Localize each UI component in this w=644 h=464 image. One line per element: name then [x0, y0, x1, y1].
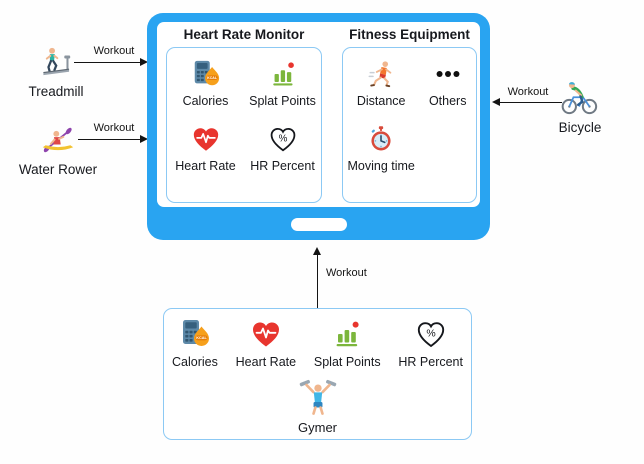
metric-calories: Calories	[172, 318, 218, 369]
gymer-metrics-row: Calories Heart Rate Splat Points HR Perc…	[172, 318, 463, 369]
arrow-head-icon	[492, 98, 500, 106]
metric-label: Distance	[356, 94, 406, 108]
gymer-panel: Calories Heart Rate Splat Points HR Perc…	[163, 308, 472, 440]
metric-label: Heart Rate	[235, 355, 297, 369]
calories-icon	[179, 318, 211, 350]
metric-label: Splat Points	[249, 94, 316, 108]
heart-rate-icon	[191, 124, 221, 154]
metric-heart-rate: Heart Rate	[236, 318, 296, 369]
workout-arrow-bicycle	[492, 97, 562, 109]
arrow-shaft	[497, 102, 562, 103]
metric-distance: Distance	[343, 59, 419, 108]
treadmill-icon	[38, 44, 74, 80]
metric-label: HR Percent	[250, 159, 315, 173]
arrow-head-icon	[140, 135, 148, 143]
others-icon	[433, 59, 463, 89]
gymer-label: Gymer	[298, 420, 337, 435]
tablet-screen: Heart Rate Monitor Fitness Equipment Cal…	[157, 22, 480, 207]
distance-icon	[366, 59, 396, 89]
device-treadmill: Treadmill	[12, 44, 100, 99]
water-rower-label: Water Rower	[18, 162, 98, 177]
metric-heart-rate: Heart Rate	[167, 124, 244, 173]
metric-moving-time: Moving time	[343, 124, 419, 173]
metric-hr-percent: HR Percent	[398, 318, 463, 369]
arrow-head-icon	[140, 58, 148, 66]
fitness-equipment-panel: Distance Others Moving time	[342, 47, 477, 203]
workout-label-treadmill: Workout	[93, 45, 135, 57]
workout-label-gymer: Workout	[326, 267, 367, 279]
moving-time-icon	[366, 124, 396, 154]
device-water-rower: Water Rower	[8, 122, 108, 177]
metric-hr-percent: HR Percent	[244, 124, 321, 173]
treadmill-label: Treadmill	[28, 84, 84, 99]
metric-label: Splat Points	[313, 355, 381, 369]
metric-splat-points: Splat Points	[314, 318, 381, 369]
fitness-equipment-title: Fitness Equipment	[349, 27, 470, 42]
heart-rate-icon	[250, 318, 282, 350]
home-button	[290, 218, 347, 231]
metric-label: Heart Rate	[175, 159, 236, 173]
metric-label: Calories	[182, 94, 229, 108]
arrow-head-icon	[313, 247, 321, 255]
device-bicycle: Bicycle	[550, 78, 610, 135]
metric-label: Moving time	[347, 159, 415, 173]
device-gymer: Gymer	[164, 375, 471, 435]
workout-arrow-gymer	[312, 247, 324, 308]
calories-icon	[191, 59, 221, 89]
arrow-shaft	[74, 62, 143, 63]
hr-percent-icon	[268, 124, 298, 154]
heart-rate-monitor-panel: Calories Splat Points Heart Rate HR Perc…	[166, 47, 322, 203]
bicycle-label: Bicycle	[558, 120, 602, 135]
workout-label-water-rower: Workout	[93, 122, 135, 134]
splat-points-icon	[268, 59, 298, 89]
arrow-shaft	[78, 139, 143, 140]
arrow-shaft	[317, 252, 318, 308]
tablet-device: Heart Rate Monitor Fitness Equipment Cal…	[147, 13, 490, 240]
metric-calories: Calories	[167, 59, 244, 108]
bicycle-icon	[561, 78, 599, 116]
workout-arrow-water-rower	[78, 134, 148, 146]
metric-label: HR Percent	[398, 355, 463, 369]
splat-points-icon	[331, 318, 363, 350]
metric-splat-points: Splat Points	[244, 59, 321, 108]
metric-others: Others	[419, 59, 476, 108]
heart-rate-monitor-title: Heart Rate Monitor	[183, 27, 305, 42]
gymer-icon	[297, 375, 339, 417]
water-rower-icon	[40, 122, 76, 158]
workout-label-bicycle: Workout	[507, 86, 549, 98]
metric-label: Others	[428, 94, 467, 108]
metric-label: Calories	[172, 355, 218, 369]
hr-percent-icon	[415, 318, 447, 350]
workout-arrow-treadmill	[74, 57, 148, 69]
